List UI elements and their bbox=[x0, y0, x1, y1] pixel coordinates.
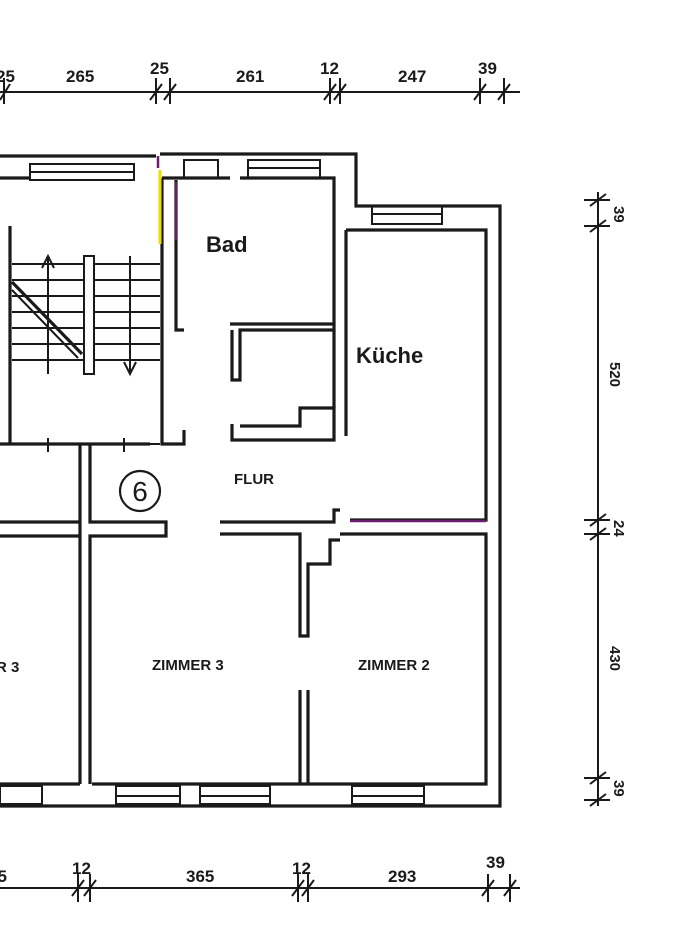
bottom-dim-6: 39 bbox=[486, 853, 505, 872]
room-label-flur: FLUR bbox=[234, 471, 274, 488]
top-dim-2: 265 bbox=[66, 67, 94, 86]
top-dimension-chain: 25 265 25 261 12 247 39 bbox=[0, 59, 520, 104]
bottom-dimension-chain: 65 12 365 12 293 39 bbox=[0, 853, 520, 902]
right-dim-5: 39 bbox=[610, 780, 627, 797]
right-dim-1: 39 bbox=[610, 206, 627, 223]
room-label-kueche: Küche bbox=[356, 343, 423, 368]
bottom-dim-1: 65 bbox=[0, 867, 7, 886]
right-dim-4: 430 bbox=[606, 646, 623, 671]
right-dim-3: 24 bbox=[610, 520, 627, 537]
top-dim-4: 261 bbox=[236, 67, 264, 86]
room-label-bad: Bad bbox=[206, 232, 248, 257]
top-dim-1: 25 bbox=[0, 67, 15, 86]
right-dim-2: 520 bbox=[606, 362, 623, 387]
bottom-dim-3: 365 bbox=[186, 867, 214, 886]
room-label-zimmer-2: ZIMMER 2 bbox=[358, 657, 430, 674]
outer-walls bbox=[0, 152, 502, 808]
unit-number: 6 bbox=[132, 476, 148, 507]
bottom-dim-2: 12 bbox=[72, 859, 91, 878]
staircase bbox=[10, 253, 160, 377]
top-dim-5: 12 bbox=[320, 59, 339, 78]
room-label-zimmer-3: ZIMMER 3 bbox=[152, 657, 224, 674]
unit-marker: 6 bbox=[118, 469, 162, 513]
top-dim-6: 247 bbox=[398, 67, 426, 86]
top-dim-7: 39 bbox=[478, 59, 497, 78]
bottom-dim-5: 293 bbox=[388, 867, 416, 886]
top-dim-3: 25 bbox=[150, 59, 169, 78]
bottom-dim-4: 12 bbox=[292, 859, 311, 878]
room-label-zimmer-left: R 3 bbox=[0, 659, 19, 676]
inner-walls bbox=[0, 178, 340, 784]
right-dimension-chain: 39 520 24 430 39 bbox=[584, 192, 627, 807]
